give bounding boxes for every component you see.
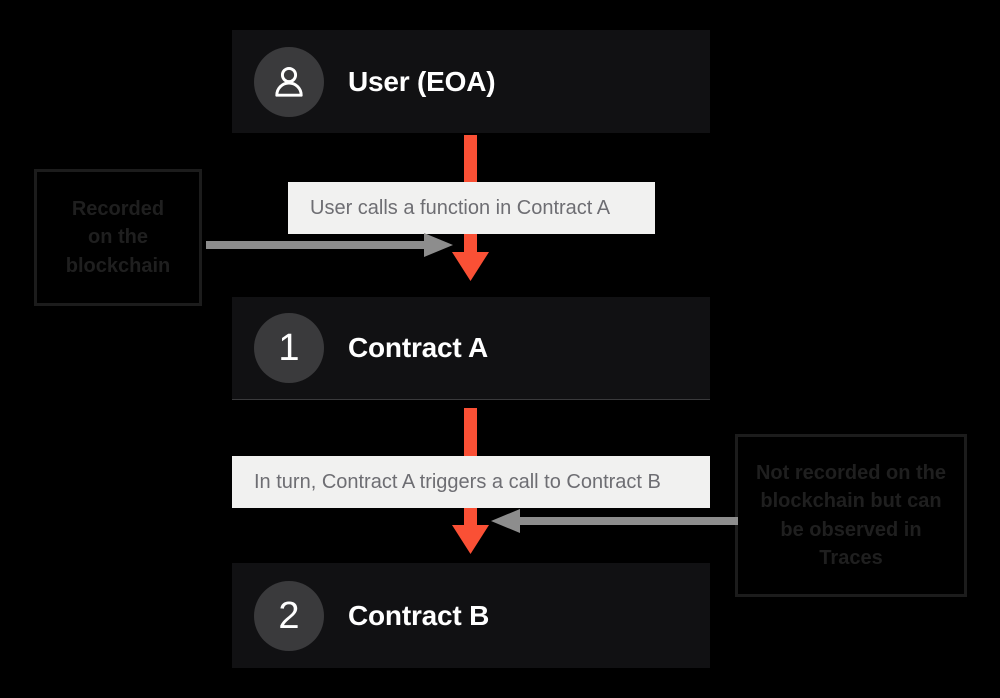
node-contract-b-label: Contract B — [348, 599, 490, 631]
caption-user-to-contract-a-text: User calls a function in Contract A — [310, 196, 611, 219]
node-user-label: User (EOA) — [348, 65, 496, 97]
node-contract-a: 1 Contract A — [232, 297, 710, 400]
caption-contract-a-to-contract-b-text: In turn, Contract A triggers a call to C… — [254, 470, 661, 493]
arrow-annotation-recorded — [206, 233, 453, 257]
node-contract-b: 2 Contract B — [232, 563, 710, 668]
node-contract-a-label: Contract A — [348, 332, 489, 363]
step-badge-1: 1 — [254, 313, 324, 383]
avatar-badge — [254, 46, 324, 117]
person-icon — [275, 66, 303, 97]
caption-user-to-contract-a: User calls a function in Contract A — [288, 182, 655, 234]
node-user: User (EOA) — [232, 30, 710, 133]
arrow-annotation-not-recorded — [491, 509, 738, 533]
step-badge-2: 2 — [254, 580, 324, 651]
caption-contract-a-to-contract-b: In turn, Contract A triggers a call to C… — [232, 456, 710, 508]
